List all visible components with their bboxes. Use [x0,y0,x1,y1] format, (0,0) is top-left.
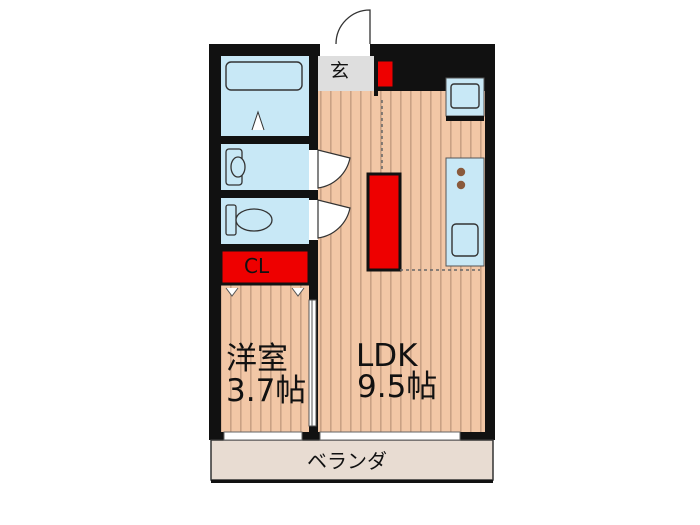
wall-wash-toilet [221,190,309,198]
toilet-icon [225,204,273,236]
ldk-size: 9.5帖 [357,369,438,405]
door-swing-icon [335,9,371,45]
balcony-rail [211,480,493,483]
balcony-label: ベランダ [307,449,387,473]
balcony-window [319,431,461,441]
washbasin-icon [225,148,246,186]
sink-icon [451,223,479,257]
door-swing-icon [317,149,351,239]
fridge-icon [450,83,480,109]
door-gap-wash [309,150,318,190]
entrance-floor [318,56,374,91]
hall-storage [366,172,402,272]
bath-drain-mark [251,110,265,131]
yoshitsu-window [223,431,303,441]
closet-label: CL [244,254,270,278]
door-gap-toilet [309,200,318,240]
closet-door-marks [225,287,305,297]
wall-entrance-right [374,56,378,96]
wall-ldk-top [394,72,485,76]
ldk-name: LDK [356,338,418,374]
entrance-label: 玄 [330,60,350,82]
entrance-door-gap [320,44,370,56]
stove-icon [456,167,466,190]
wall-bath-wash [221,136,309,144]
western-room-size: 3.7帖 [226,373,307,409]
wall-toilet-cl [221,244,309,250]
western-room-floor [221,284,309,432]
fridge-wall [446,116,484,121]
shoe-cabinet [374,58,396,90]
bathtub-icon [225,61,303,91]
western-room-name: 洋室 [226,341,288,377]
hall-floor [318,91,370,284]
